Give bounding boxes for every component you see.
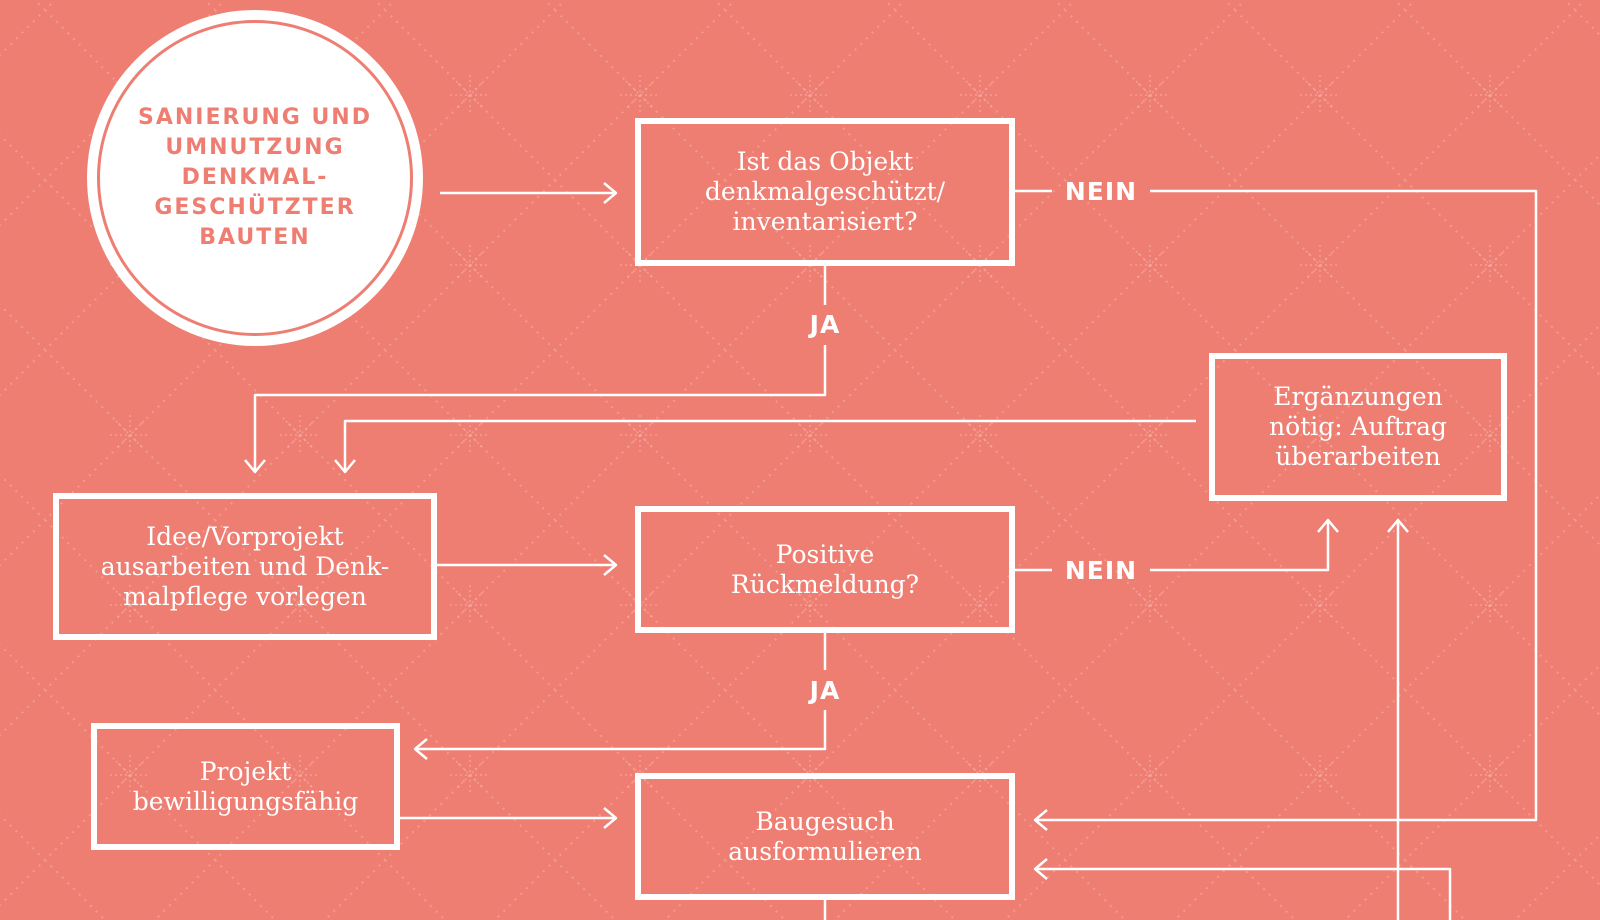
node-idea-preproject: Idee/Vorprojekt ausarbeiten und Denk- ma… [53,493,437,640]
node-project-approvable: Projekt bewilligungsfähig [91,723,400,850]
node-supplements: Ergänzungen nötig: Auftrag überarbeiten [1209,353,1507,501]
label-ja-2: JA [809,676,841,705]
label-nein-1: NEIN [1064,177,1138,206]
label-ja-1: JA [809,310,841,339]
node-question-protected: Ist das Objekt denkmalgeschützt/ inventa… [635,118,1015,266]
label-nein-2: NEIN [1064,556,1138,585]
start-title: SANIERUNG UND UMNUTZUNG DENKMAL- GESCHÜT… [138,105,372,250]
node-building-application: Baugesuch ausformulieren [635,773,1015,900]
node-positive-feedback: Positive Rückmeldung? [635,506,1015,633]
start-circle-inner: SANIERUNG UND UMNUTZUNG DENKMAL- GESCHÜT… [97,20,413,336]
start-circle: SANIERUNG UND UMNUTZUNG DENKMAL- GESCHÜT… [87,10,423,346]
